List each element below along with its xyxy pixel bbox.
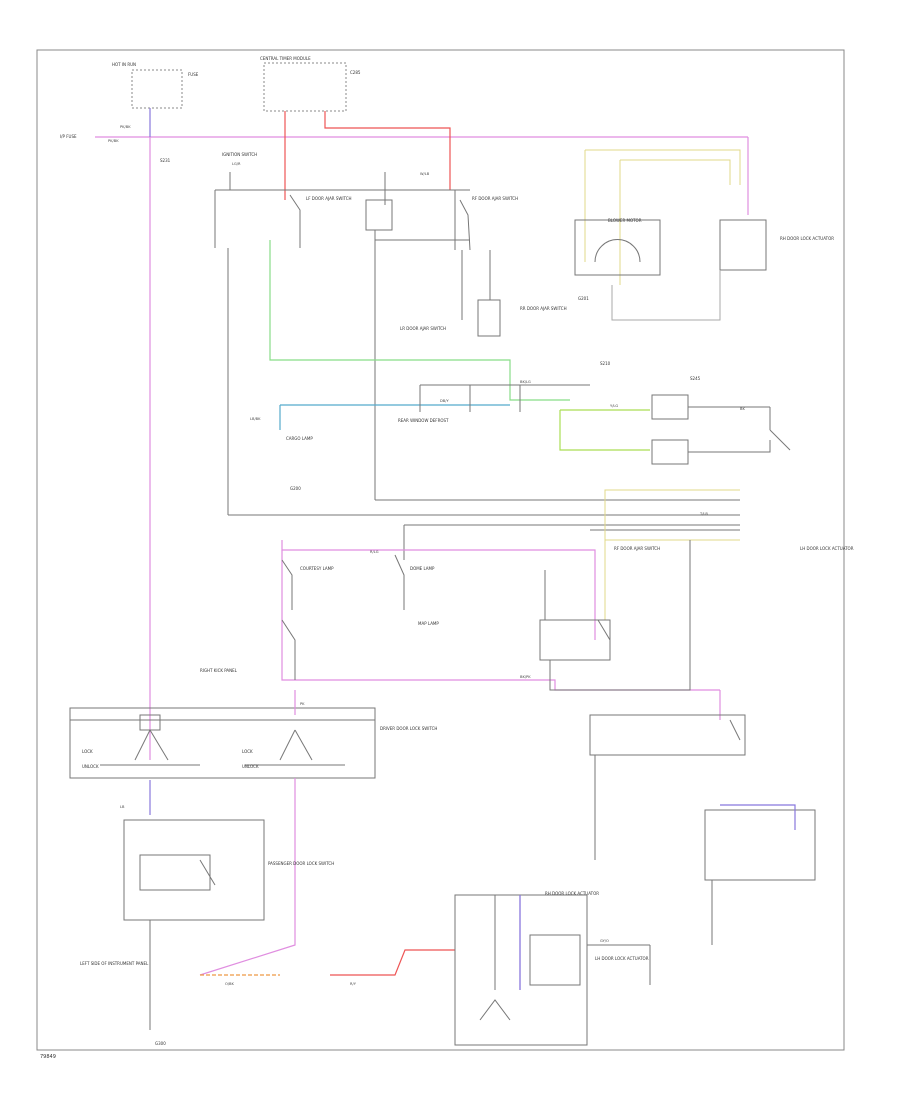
fuse-box-top: [131, 69, 183, 109]
rf-door-switch-label-2: RF DOOR AJAR SWITCH: [614, 546, 660, 551]
central-timer-box: [263, 62, 347, 112]
wire-gy-o: GY/O: [600, 939, 609, 943]
ground-note-label: LEFT SIDE OF INSTRUMENT PANEL: [80, 961, 149, 966]
g200-label: G200: [290, 486, 301, 491]
rh-lock-actuator-label-2: RH DOOR LOCK ACTUATOR: [545, 891, 599, 896]
bottom-center-module: [454, 894, 651, 1046]
wire-bk-pk: BK/PK: [520, 675, 531, 679]
wire-lb: LB: [120, 805, 125, 809]
top-switch-row: [214, 172, 471, 515]
red-wires: [284, 111, 451, 200]
wire-bk-lg: BK/LG: [520, 380, 531, 384]
bottom-orange-wires: [200, 949, 455, 976]
lh-lock-actuator-label: LH DOOR LOCK ACTUATOR: [800, 546, 854, 551]
s245-label: S245: [690, 376, 701, 381]
unlock-label-1: UNLOCK: [82, 764, 99, 769]
cargo-lamp-label: CARGO LAMP: [286, 436, 313, 441]
central-timer-label: CENTRAL TIMER MODULE: [260, 56, 311, 61]
rf-door-switch-label: RF DOOR AJAR SWITCH: [472, 196, 518, 201]
passenger-switch-label: PASSENGER DOOR LOCK SWITCH: [268, 861, 334, 866]
lr-door-switch-label: LR DOOR AJAR SWITCH: [400, 326, 446, 331]
wire-lb-bk: LB/BK: [250, 417, 261, 421]
rh-lock-actuator-label: RH DOOR LOCK ACTUATOR: [780, 236, 834, 241]
right-kick-label: RIGHT KICK PANEL: [200, 668, 238, 673]
diagram-border: [36, 49, 845, 1051]
wire-o-bk: O/BK: [225, 982, 235, 986]
rear-window-label: REAR WINDOW DEFROST: [398, 418, 449, 423]
unlock-label-2: UNLOCK: [242, 764, 259, 769]
blower-area: [574, 149, 767, 321]
wire-r-lg: R/LG: [370, 550, 379, 554]
wire-pk-bk-fuse: PK/BK: [108, 139, 119, 143]
wire-lg-r: LG/R: [232, 162, 241, 166]
bottom-left-relay: [123, 819, 265, 1030]
g300-label: G300: [155, 1041, 166, 1046]
ctm-connector-label: C285: [350, 70, 361, 75]
lf-door-switch-label: LF DOOR AJAR SWITCH: [306, 196, 352, 201]
wire-pk: PK: [300, 702, 305, 706]
wire-w-lb: W/LB: [420, 172, 430, 176]
ignition-switch-label: IGNITION SWITCH: [222, 152, 257, 157]
hot-run-label: HOT IN RUN: [112, 62, 136, 67]
diagram-id: 79849: [40, 1054, 56, 1060]
lh-lock-actuator-label-2: LH DOOR LOCK ACTUATOR: [595, 956, 649, 961]
s210-label: S210: [600, 361, 611, 366]
s231-label: S231: [160, 158, 171, 163]
middle-switch-row: [281, 540, 721, 720]
rr-door-switch-label: RR DOOR AJAR SWITCH: [520, 306, 567, 311]
wire-y-lg: Y/LG: [610, 404, 618, 408]
lock-switch-feeds: [199, 690, 296, 976]
blower-motor-label: BLOWER MOTOR: [608, 218, 642, 223]
g201-label: G201: [578, 296, 589, 301]
wire-t-lb: T/LB: [699, 512, 708, 516]
wire-bk: BK: [740, 407, 745, 411]
courtesy-lamp-label: COURTESY LAMP: [300, 566, 334, 571]
fuse-top-label: FUSE: [188, 72, 199, 77]
green-blue-wires: [269, 240, 650, 451]
door-lock-switches: [69, 707, 376, 779]
i-p-fuse-label: I/P FUSE: [60, 134, 77, 139]
middle-switches: [281, 540, 691, 691]
wire-pk-bk-top: PK/BK: [120, 125, 131, 129]
horizontal-bus: [228, 489, 740, 620]
driver-switch-label: DRIVER DOOR LOCK SWITCH: [380, 726, 437, 731]
mid-structure: [419, 250, 791, 465]
map-lamp-label: MAP LAMP: [418, 621, 439, 626]
wire-r-y: R/Y: [350, 982, 357, 986]
bottom-right: [589, 714, 816, 945]
wire-db-y: DB/Y: [440, 399, 449, 403]
dome-lamp-label: DOME LAMP: [410, 566, 435, 571]
lock-label-1: LOCK: [82, 749, 93, 754]
lock-label-2: LOCK: [242, 749, 253, 754]
violet-short-wire: [720, 804, 796, 830]
pink-feed-wires: [95, 108, 749, 815]
